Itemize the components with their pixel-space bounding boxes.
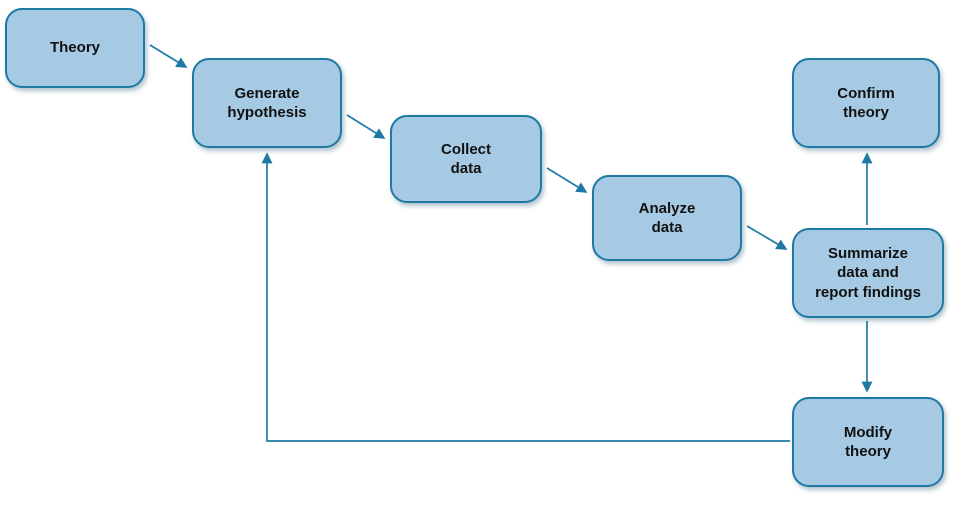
node-confirm-theory: Confirm theory	[792, 58, 940, 148]
node-collect-data: Collect data	[390, 115, 542, 203]
arrow-generate-hypothesis-to-collect-data	[346, 114, 386, 139]
arrow-theory-to-generate-hypothesis	[149, 44, 188, 68]
arrow-analyze-data-to-summarize	[746, 225, 788, 250]
node-generate-hypothesis-label: Generate hypothesis	[227, 84, 307, 122]
node-analyze-data: Analyze data	[592, 175, 742, 261]
node-summarize-data-and-report-findings: Summarize data and report findings	[792, 228, 944, 318]
node-confirm-theory-label: Confirm theory	[837, 84, 895, 122]
arrow-collect-data-to-analyze-data	[546, 167, 588, 193]
node-theory-label: Theory	[49, 39, 100, 57]
node-summarize-label: Summarize data and report findings	[815, 244, 921, 301]
node-modify-theory-label: Modify theory	[843, 423, 893, 461]
node-modify-theory: Modify theory	[792, 397, 944, 487]
node-theory: Theory	[5, 8, 145, 88]
node-analyze-data-label: Analyze data	[638, 199, 696, 237]
node-generate-hypothesis: Generate hypothesis	[192, 58, 342, 148]
node-collect-data-label: Collect data	[440, 140, 491, 178]
